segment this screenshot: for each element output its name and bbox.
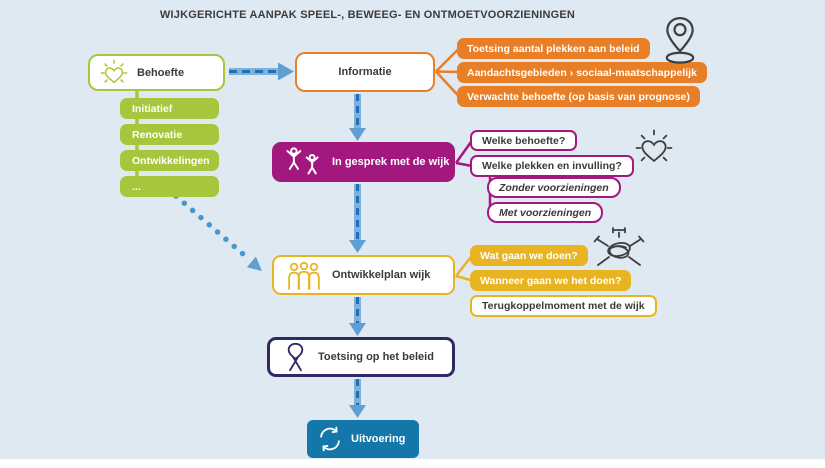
group-icon bbox=[288, 261, 320, 290]
heart-rays-icon bbox=[635, 129, 673, 163]
info-detail-pill: Aandachtsgebieden › sociaal-maatschappel… bbox=[457, 62, 707, 83]
plan-question-pill: Wanneer gaan we het doen? bbox=[470, 270, 632, 291]
gesprek-option-pill: Met voorzieningen bbox=[487, 202, 604, 223]
source-item-more: ... bbox=[120, 176, 219, 197]
gesprek-node: In gesprek met de wijk bbox=[272, 142, 455, 182]
toetsing-label: Toetsing op het beleid bbox=[318, 351, 434, 363]
informatie-label: Informatie bbox=[338, 66, 392, 78]
gesprek-option-pill: Zonder voorzieningen bbox=[487, 177, 621, 198]
uitvoering-label: Uitvoering bbox=[351, 433, 406, 445]
informatie-node: Informatie bbox=[295, 52, 435, 92]
info-detail-pill: Toetsing aantal plekken aan beleid bbox=[457, 38, 650, 59]
arrow-informatie-gesprek bbox=[349, 94, 366, 141]
footer-strip bbox=[0, 459, 825, 468]
magenta-fan-lines bbox=[454, 139, 474, 168]
info-detail-pill: Verwachte behoefte (op basis van prognos… bbox=[457, 86, 700, 107]
ontwikkelplan-label: Ontwikkelplan wijk bbox=[332, 269, 431, 281]
dotted-arrow-sources-ontwikkelplan bbox=[173, 193, 262, 271]
toetsing-node: Toetsing op het beleid bbox=[267, 337, 455, 377]
flowchart-title: WIJKGERICHTE AANPAK SPEEL-, BEWEEG- EN O… bbox=[159, 9, 576, 21]
plan-question-pill: Wat gaan we doen? bbox=[470, 245, 588, 266]
orange-fan-lines bbox=[435, 47, 460, 98]
ribbon-icon bbox=[287, 342, 304, 371]
arrow-toetsing-uitvoering bbox=[349, 379, 366, 418]
behoefte-label: Behoefte bbox=[137, 66, 185, 79]
cycle-icon bbox=[320, 426, 340, 452]
location-pin-icon bbox=[665, 16, 695, 64]
source-item-ontwikkelingen: Ontwikkelingen bbox=[120, 150, 219, 171]
source-label: Initiatief bbox=[132, 102, 173, 115]
source-item-renovatie: Renovatie bbox=[120, 124, 219, 145]
uitvoering-node: Uitvoering bbox=[307, 420, 419, 458]
ontwikkelplan-node: Ontwikkelplan wijk bbox=[272, 255, 455, 295]
source-label: ... bbox=[132, 180, 141, 193]
gesprek-label: In gesprek met de wijk bbox=[332, 156, 450, 168]
source-item-initiatief: Initiatief bbox=[120, 98, 219, 119]
hands-together-icon bbox=[593, 227, 645, 266]
gesprek-question-pill: Welke plekken en invulling? bbox=[470, 155, 634, 177]
plan-feedback-pill: Terugkoppelmoment met de wijk bbox=[470, 295, 657, 317]
arrow-ontwikkelplan-toetsing bbox=[349, 297, 366, 336]
yellow-fan-lines bbox=[455, 254, 473, 282]
gesprek-question-pill: Welke behoefte? bbox=[470, 130, 578, 151]
behoefte-node: Behoefte bbox=[88, 54, 225, 91]
heart-rays-icon bbox=[100, 59, 128, 83]
arrow-gesprek-ontwikkelplan bbox=[349, 184, 366, 253]
arrow-behoefte-informatie bbox=[229, 62, 294, 81]
source-label: Ontwikkelingen bbox=[132, 154, 210, 167]
people-playing-icon bbox=[286, 146, 319, 174]
source-label: Renovatie bbox=[132, 128, 183, 141]
